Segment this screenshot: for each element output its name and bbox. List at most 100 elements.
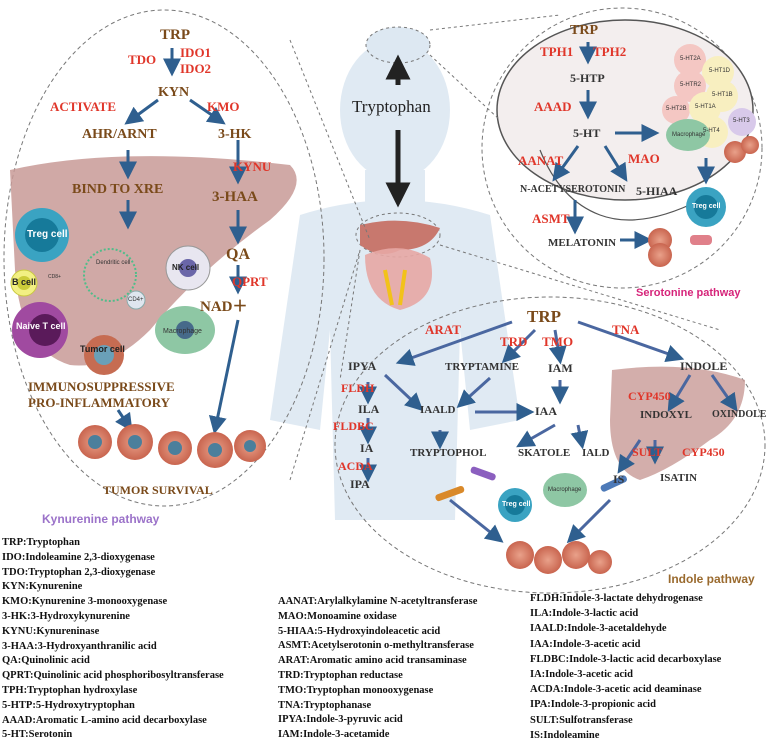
ind-oxindole: OXINDOLE xyxy=(712,409,767,420)
ind-trp: TRP xyxy=(527,307,561,326)
kyn-cell-b: B cell xyxy=(12,277,37,287)
glossary-item: IS:Indoleamine xyxy=(530,729,600,741)
serotonin-arrows xyxy=(552,42,715,249)
kyn-enzyme-ido2: IDO2 xyxy=(180,61,212,76)
ser-nacetyl: N-ACETYSEROTONIN xyxy=(520,184,626,195)
intestine-shape xyxy=(365,248,432,310)
glossary-item: IAALD:Indole-3-acetaldehyde xyxy=(530,623,667,635)
glossary-item: AANAT:Arylalkylamine N-acetyltransferase xyxy=(278,596,478,607)
glossary-column-3: FLDH:Indole-3-lactate dehydrogenase ILA:… xyxy=(530,593,721,745)
kyn-enzyme-kynu: KYNU xyxy=(233,159,272,174)
ser-enzyme-tph2: TPH2 xyxy=(593,44,627,59)
kyn-immunosuppressive: IMMUNOSUPPRESSIVE xyxy=(28,379,175,394)
ind-isatin: ISATIN xyxy=(660,472,698,484)
tryptophan-center-label: Tryptophan xyxy=(352,97,431,116)
ind-cell-macrophage: Macrophage xyxy=(548,487,582,493)
kyn-pathway-label: Kynurenine pathway xyxy=(42,512,160,526)
glossary-item: TMO:Tryptophan monooxygenase xyxy=(278,684,434,696)
glossary-item: 5-HTP:5-Hydroxytryptophan xyxy=(2,699,135,711)
ind-ipa: IPA xyxy=(350,477,370,491)
ser-melatonin: MELATONIN xyxy=(548,237,617,249)
ind-iaa: IAA xyxy=(535,404,558,418)
ser-receptor-2: 5-HT1D xyxy=(709,68,731,74)
ind-enzyme-fldbc: FLDBC xyxy=(333,419,374,433)
kyn-enzyme-kmo: KMO xyxy=(207,99,240,114)
ind-ia: IA xyxy=(360,441,374,455)
ser-receptor-6: 5-HT1A xyxy=(695,104,716,110)
ind-is: IS xyxy=(613,472,625,486)
indole-cells xyxy=(435,466,627,522)
glossary-item: TPH:Tryptophan hydroxylase xyxy=(2,684,138,696)
glossary-item: KYNU:Kynureninase xyxy=(2,625,100,637)
glossary-item: ARAT:Aromatic amino acid transaminase xyxy=(278,655,467,667)
glossary-item: 5-HIAA:5-Hydroxyindoleacetic acid xyxy=(278,625,441,637)
liver-shape-right xyxy=(610,366,745,480)
kyn-nad: NAD＋ xyxy=(200,299,248,315)
glossary-item: IAM:Indole-3-acetamide xyxy=(278,729,390,741)
serotonin-region xyxy=(481,7,763,289)
kyn-enzyme-activate: ACTIVATE xyxy=(50,99,116,114)
glossary-item: AAAD:Aromatic L-amino acid decarboxylase xyxy=(2,714,207,726)
brain-zoom-circle xyxy=(365,26,431,64)
indole-tumor-cluster xyxy=(506,541,612,574)
ser-5ht: 5-HT xyxy=(573,126,601,140)
ind-enzyme-sult: SULT xyxy=(632,445,663,459)
ser-receptor-3: 5-HTR2 xyxy=(680,82,702,88)
kyn-cell-dendritic: Dendritic cell xyxy=(96,260,131,266)
indole-arrows xyxy=(359,320,738,544)
kyn-proinflammatory: PRO-INFLAMMATORY xyxy=(28,395,171,410)
ser-receptor-8: 5-HT4 xyxy=(703,128,720,134)
ser-5htp: 5-HTP xyxy=(570,71,605,85)
human-silhouette xyxy=(270,40,520,520)
kyn-qa: QA xyxy=(226,246,250,263)
kyn-cell-cd4: CD4+ xyxy=(128,297,144,303)
ind-skatole: SKATOLE xyxy=(518,447,571,459)
ind-enzyme-tmo: TMO xyxy=(542,334,574,349)
glossary-item: TDO:Tryptophan 2,3-dioxygenase xyxy=(2,566,156,578)
ind-enzyme-trd: TRD xyxy=(500,334,528,349)
ser-enzyme-tph1: TPH1 xyxy=(540,44,574,59)
glossary-item: KMO:Kynurenine 3-monooxygenase xyxy=(2,596,168,608)
glossary-item: QPRT:Quinolinic acid phosphoribosyltrans… xyxy=(2,670,224,682)
kyn-ahr: AHR/ARNT xyxy=(82,127,157,142)
ser-receptor-7: 5-HT3 xyxy=(733,118,750,124)
ind-enzyme-tna: TNA xyxy=(612,322,640,337)
ser-enzyme-asmt: ASMT xyxy=(532,211,570,226)
ser-tumor-cluster xyxy=(648,136,759,267)
glossary-column-1: TRP:Tryptophan IDO:Indoleamine 2,3-dioxy… xyxy=(2,537,224,744)
ind-indoxyl: INDOXYL xyxy=(640,409,692,421)
kyn-cell-treg: Treg cell xyxy=(27,229,68,240)
ind-tryptamine: TRYPTAMINE xyxy=(445,361,519,373)
ser-enzyme-aanat: AANAT xyxy=(518,153,564,168)
ser-5hiaa: 5-HIAA xyxy=(636,184,678,198)
glossary-item: IPA:Indole-3-propionic acid xyxy=(530,699,656,711)
glossary-item: FLDH:Indole-3-lactate dehydrogenase xyxy=(530,593,703,604)
ser-receptor-5: 5-HT2B xyxy=(666,106,687,112)
kyn-xre: BIND TO XRE xyxy=(72,182,164,197)
ind-enzyme-arat: ARAT xyxy=(425,322,461,337)
kyn-tumor-survival: TUMOR SURVIVAL xyxy=(103,483,213,497)
glossary-item: ACDA:Indole-3-acetic acid deaminase xyxy=(530,684,702,696)
ind-enzyme-cyp450a: CYP450 xyxy=(628,389,671,403)
glossary-item: IA:Indole-3-acetic acid xyxy=(530,668,633,680)
glossary-item: TNA:Tryptophanase xyxy=(278,699,372,711)
colon-accent xyxy=(383,269,407,306)
glossary-column-2: AANAT:Arylalkylamine N-acetyltransferase… xyxy=(278,596,477,744)
glossary-item: TRD:Tryptophan reductase xyxy=(278,669,403,681)
glossary-item: 3-HAA:3-Hydroxyanthranilic acid xyxy=(2,640,157,652)
ser-pathway-label: Serotonine pathway xyxy=(636,287,741,299)
ind-enzyme-cyp450b: CYP450 xyxy=(682,445,725,459)
glossary-item: IAA:Indole-3-acetic acid xyxy=(530,638,641,650)
ind-cell-treg: Treg cell xyxy=(502,501,531,508)
kynurenine-arrows xyxy=(115,48,247,435)
kyn-cell-tumor: Tumor cell xyxy=(80,344,125,354)
kynurenine-region xyxy=(3,9,325,507)
ser-receptor-4: 5-HT1B xyxy=(712,92,733,98)
glossary-item: 5-HT:Serotonin xyxy=(2,729,73,741)
glossary-item: QA:Quinolinic acid xyxy=(2,655,90,667)
kyn-cell-cd8: CD8+ xyxy=(48,274,61,280)
kyn-enzyme-ido1: IDO1 xyxy=(180,45,212,60)
gut-zoom-circle xyxy=(355,212,441,258)
kyn-trp: TRP xyxy=(160,27,190,43)
